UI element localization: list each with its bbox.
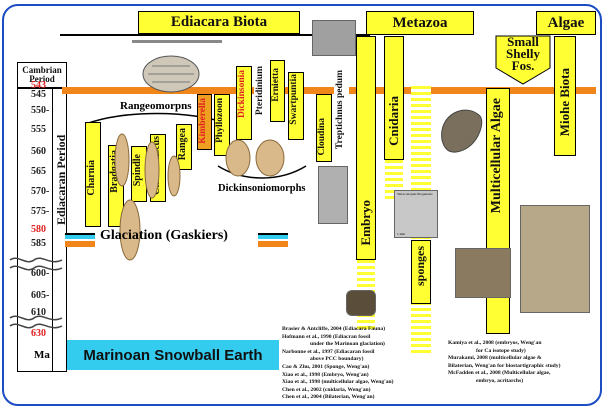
axis-unit-label: Ma	[34, 349, 50, 361]
axis-tick-label: 570-	[31, 186, 49, 197]
glaciation-bar-left	[65, 233, 95, 247]
embryo-label: Embryo	[358, 200, 374, 246]
dickinsonia-fossil-drawings	[218, 136, 298, 180]
metazoa-header: Metazoa	[366, 11, 474, 35]
reference-line: above PCC boundary)	[282, 356, 394, 364]
axis-tick-label: 550-	[31, 105, 49, 116]
axis-tick-label: 575-	[31, 206, 49, 217]
miohe-biota-photo	[520, 205, 590, 313]
cnidaria-label: Cnidaria	[386, 96, 402, 146]
small-shelly-fossil-photo	[436, 100, 486, 156]
reference-line: McFadden et al., 2008 (Multicellular alg…	[448, 370, 560, 378]
dickinsoniomorphs-label: Dickinsoniomorphs	[218, 183, 306, 194]
rangeomorph-fronds	[108, 120, 198, 270]
reference-line: Cao & Zhu, 2001 (Sponge, Weng'an)	[282, 364, 394, 372]
ediacaran-period-label: Ediacaran Period	[54, 120, 69, 240]
glaciation-bar-right	[258, 233, 288, 247]
ediacara-credit-caption	[132, 40, 222, 43]
miohe-biota-label: Miohe Biota	[557, 68, 573, 136]
axis-tick-label: 565	[31, 166, 46, 177]
multicellular-algae-photo	[455, 248, 511, 298]
axis-tick-label: 580	[31, 224, 46, 235]
algae-header: Algae	[536, 11, 596, 35]
multicellular-algae-label: Multicellular Algae	[489, 98, 505, 213]
small-shelly-line3: Fos.	[512, 60, 535, 72]
swartpuntia-label: Swartpuntia	[289, 74, 299, 125]
axis-break-upper	[8, 254, 64, 274]
sponges-label: sponges	[413, 246, 428, 286]
embryo-sphere-photo	[346, 290, 376, 316]
marinoan-snowball-bar: Marinoan Snowball Earth	[67, 340, 279, 370]
reference-line: Xiao et al., 1998 (multicellular algae, …	[282, 379, 394, 387]
reference-line: embryo, acritarchs)	[448, 378, 560, 386]
reference-line: Murakami, 2008 (multicellular algae &	[448, 355, 560, 363]
reference-line: Kamiya et al., 2008 (embryos, Weng'an	[448, 340, 560, 348]
axis-tick-label: 585	[31, 238, 46, 249]
glaciation-label: Glaciation (Gaskiers)	[100, 228, 228, 244]
cloudina-label: Cloudina	[317, 118, 327, 156]
small-shelly-label: Small Shelly Fos.	[491, 36, 555, 72]
fossil-specimen-photo-top	[312, 20, 356, 56]
kimberella-label: Kimberella	[198, 98, 208, 144]
pteridinium-label: Pteridinium	[255, 66, 265, 115]
ediacara-biota-header: Ediacara Biota	[138, 11, 300, 34]
kimberella-fossil-illustration	[140, 48, 202, 98]
axis-break-lower	[8, 312, 64, 332]
treptichnus-label: Treptichnus pedum	[335, 70, 345, 149]
dickinsonia-label: Dickinsonia	[237, 70, 247, 118]
references-right: Kamiya et al., 2008 (embryos, Weng'an fo…	[448, 340, 560, 386]
axis-tick-label: 555	[31, 124, 46, 135]
references-left: Brasier & Antcliffe, 2004 (Ediacara Faun…	[282, 326, 394, 402]
charnia-label: Charnia	[86, 160, 97, 196]
microscope-photo-caption: Tetraconopsis filogenesis	[397, 192, 432, 196]
reference-line: Chen et al., 2004 (Bilaterian, Weng'an)	[282, 394, 394, 402]
ernietta-label: Ernietta	[271, 68, 281, 102]
axis-tick-label: 560	[31, 146, 46, 157]
axis-tick-label: 605-	[31, 290, 49, 301]
axis-tick-label: 545	[31, 89, 46, 100]
reference-line: Brasier & Antcliffe, 2004 (Ediacara Faun…	[282, 326, 394, 334]
microscope-photo: Tetraconopsis filogenesis 1 mm	[394, 190, 438, 238]
cloudina-photo	[318, 166, 348, 224]
microscope-scale-label: 1 mm	[397, 232, 405, 236]
reference-line: under the Marinoan glaciation)	[282, 341, 394, 349]
